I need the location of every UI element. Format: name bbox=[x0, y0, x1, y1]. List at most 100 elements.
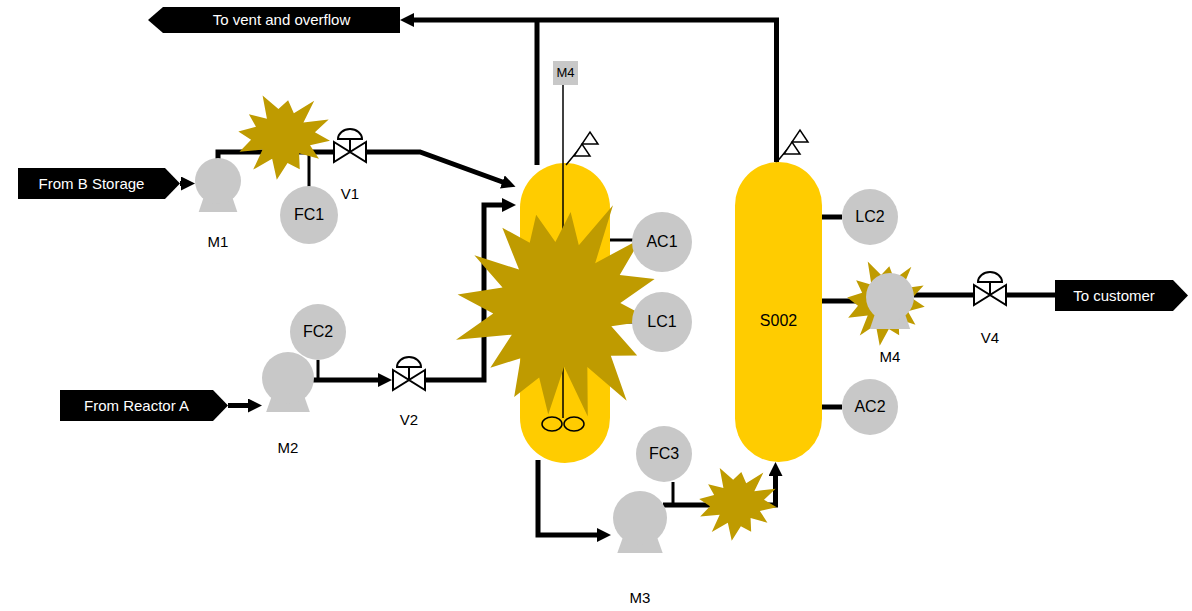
instrument-shape bbox=[290, 304, 346, 360]
valve-symbol: V1 bbox=[333, 128, 367, 164]
instrument-shape bbox=[632, 292, 692, 352]
agitator-blade bbox=[542, 417, 562, 431]
tag-label: M4 bbox=[556, 66, 574, 81]
pipe-tag: To customer bbox=[1055, 280, 1188, 311]
label-holder: M1 bbox=[155, 233, 281, 250]
feed-pipe bbox=[367, 152, 508, 184]
valve-body bbox=[393, 357, 425, 390]
instrument-tap bbox=[308, 152, 311, 187]
tag-label: M1 bbox=[155, 233, 281, 250]
instrument-shape bbox=[842, 379, 898, 435]
pump-symbol: M4 bbox=[866, 273, 914, 329]
incident-burst bbox=[699, 468, 777, 541]
tag-label: V2 bbox=[352, 411, 466, 428]
pump-symbol: M2 bbox=[262, 352, 314, 412]
pipe-connector bbox=[408, 20, 777, 162]
tank-vessel: S002 bbox=[735, 162, 822, 462]
motor-shape bbox=[553, 61, 578, 85]
instrument-circle: FC3 bbox=[636, 426, 692, 482]
instrument-shape bbox=[842, 189, 898, 245]
pump-symbol: M3 bbox=[613, 491, 667, 553]
tag-label: V1 bbox=[293, 185, 407, 202]
label-holder: M2 bbox=[222, 439, 354, 456]
pipe-connector bbox=[228, 403, 254, 408]
pipe-connector bbox=[822, 405, 842, 410]
tag-text: To vent and overflow bbox=[213, 11, 351, 28]
valve-symbol: V4 bbox=[973, 271, 1007, 307]
pipe-connector bbox=[180, 181, 187, 186]
tag-shape bbox=[148, 7, 400, 33]
label-holder: M4 bbox=[826, 348, 954, 365]
tag-label: M2 bbox=[222, 439, 354, 456]
tag-text: From Reactor A bbox=[84, 397, 189, 414]
instrument-shape bbox=[636, 426, 692, 482]
instrument-circle: AC2 bbox=[842, 379, 898, 435]
pipe-connector bbox=[1007, 293, 1055, 298]
incident-burst bbox=[238, 96, 330, 180]
valve-symbol-shape bbox=[392, 356, 426, 392]
incident-burst bbox=[456, 205, 655, 416]
pipe-connector bbox=[914, 293, 973, 298]
relief-symbol bbox=[776, 130, 808, 163]
instrument-circle: FC2 bbox=[290, 304, 346, 360]
valve-symbol-shape bbox=[333, 128, 367, 164]
label-holder: V2 bbox=[352, 411, 466, 428]
incident-burst bbox=[847, 262, 925, 346]
tag-label: FC1 bbox=[294, 206, 324, 224]
instrument-shape bbox=[280, 186, 338, 244]
instrument-circle: LC1 bbox=[632, 292, 692, 352]
valve-symbol: V2 bbox=[392, 356, 426, 392]
pump-symbol-shape bbox=[262, 352, 314, 412]
pump-symbol-shape bbox=[866, 273, 914, 329]
label-holder: M3 bbox=[573, 589, 707, 606]
pump-symbol: M1 bbox=[195, 158, 241, 212]
pipe-tag: From Reactor A bbox=[60, 390, 228, 421]
motor-box: M4 bbox=[553, 61, 578, 85]
pump-casing bbox=[866, 273, 914, 321]
tag-shape bbox=[18, 168, 180, 199]
valve-symbol-shape bbox=[973, 271, 1007, 307]
instrument-circle: LC2 bbox=[842, 189, 898, 245]
instrument-circle: AC1 bbox=[632, 212, 692, 272]
instrument-tap bbox=[317, 360, 320, 380]
tag-label: FC3 bbox=[649, 445, 679, 463]
pump-casing bbox=[195, 158, 241, 204]
pipe-connector bbox=[822, 215, 842, 220]
pipe-connector bbox=[313, 378, 384, 383]
reactor-vent-pipe bbox=[535, 20, 540, 165]
pump-casing bbox=[613, 491, 667, 545]
outlet-pipe bbox=[538, 460, 603, 535]
instrument-shape bbox=[632, 212, 692, 272]
tag-text: From B Storage bbox=[39, 175, 145, 192]
instrument-tap bbox=[608, 239, 634, 242]
tag-text: To customer bbox=[1073, 287, 1155, 304]
instrument-tap bbox=[672, 482, 675, 505]
instrument-circle: FC1 bbox=[280, 186, 338, 244]
tag-label: M3 bbox=[573, 589, 707, 606]
valve-body bbox=[974, 272, 1006, 305]
label-holder: V4 bbox=[933, 329, 1047, 346]
tag-label: S002 bbox=[760, 312, 797, 330]
tag-label: AC2 bbox=[854, 398, 885, 416]
pipe-tag: From B Storage bbox=[18, 168, 180, 199]
label-holder: V1 bbox=[293, 185, 407, 202]
tag-label: V4 bbox=[933, 329, 1047, 346]
pump-symbol-shape bbox=[613, 491, 667, 553]
tag-label: LC2 bbox=[855, 208, 884, 226]
tag-label: AC1 bbox=[646, 233, 677, 251]
tag-label: LC1 bbox=[647, 313, 676, 331]
pipe-tag: To vent and overflow bbox=[148, 7, 400, 33]
tank-shape bbox=[735, 162, 822, 462]
relief-symbol bbox=[566, 132, 598, 165]
tag-shape bbox=[1055, 280, 1188, 311]
tag-label: FC2 bbox=[303, 323, 333, 341]
valve-body bbox=[334, 129, 366, 162]
tag-label: M4 bbox=[826, 348, 954, 365]
pump-symbol-shape bbox=[195, 158, 241, 212]
pump-casing bbox=[262, 352, 314, 404]
tag-shape bbox=[60, 390, 228, 421]
agitator-blade bbox=[564, 417, 584, 431]
